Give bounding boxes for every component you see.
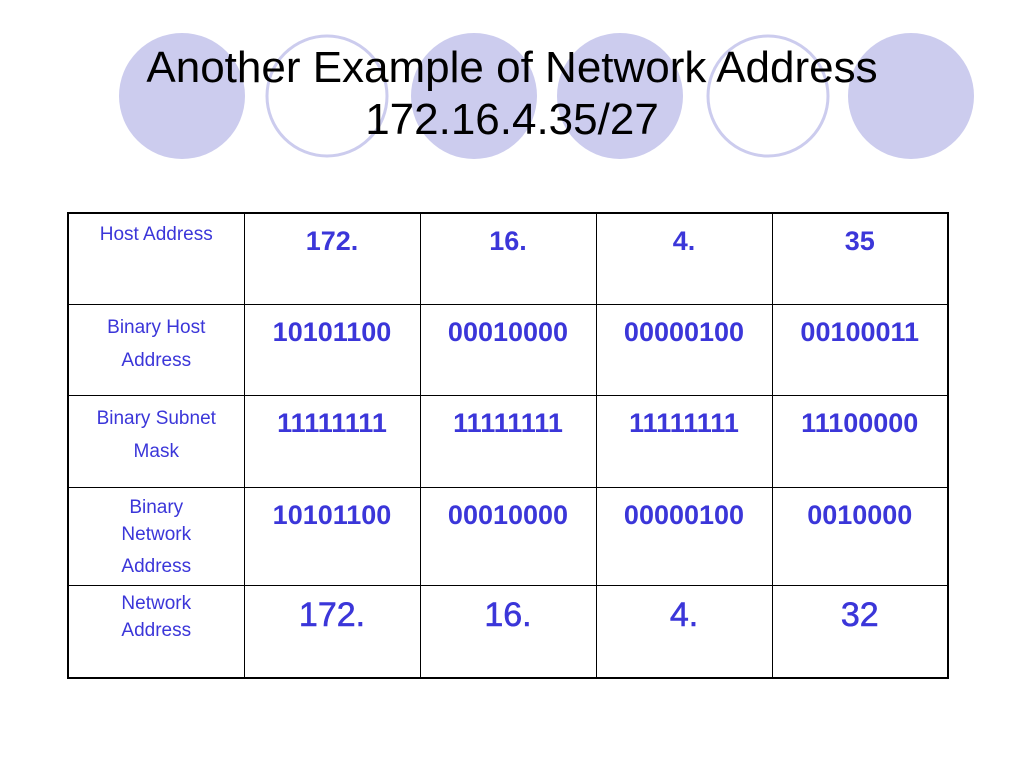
row-label: Binary Network Address bbox=[69, 488, 244, 585]
decor-circle-outline-1 bbox=[265, 34, 389, 158]
table-row-network-address: Network Address 172. 16. 4. 32 bbox=[67, 585, 949, 679]
octet-cell: 16. bbox=[419, 212, 597, 305]
decor-circle-filled-3 bbox=[557, 33, 683, 159]
octet-value: 4. bbox=[672, 226, 696, 256]
octet-cell: 11111111 bbox=[595, 395, 773, 488]
octet-cell: 4. bbox=[595, 212, 773, 305]
octet-value: 00000100 bbox=[623, 317, 745, 347]
octet-value: 11100000 bbox=[801, 408, 919, 438]
table-row-binary-host-address: Binary Host Address 10101100 00010000 00… bbox=[67, 304, 949, 396]
octet-value: 00100011 bbox=[800, 317, 920, 347]
table-row-binary-subnet-mask: Binary Subnet Mask 11111111 11111111 111… bbox=[67, 395, 949, 488]
row-label-cell: Host Address bbox=[67, 212, 245, 305]
decor-circle-filled-1 bbox=[119, 33, 245, 159]
octet-value: 172. bbox=[298, 596, 366, 635]
row-label: Binary Host Address bbox=[69, 305, 244, 377]
octet-value: 10101100 bbox=[272, 500, 392, 530]
octet-cell: 172. bbox=[243, 585, 421, 679]
octet-value: 32 bbox=[840, 596, 879, 635]
row-label-line: Network bbox=[121, 593, 192, 614]
octet-cell: 0010000 bbox=[771, 487, 949, 586]
octet-value: 4. bbox=[669, 596, 699, 635]
octet-cell: 4. bbox=[595, 585, 773, 679]
slide-title-line-2: 172.16.4.35/27 bbox=[365, 95, 659, 144]
row-label: Network Address bbox=[69, 586, 244, 644]
octet-value: 00000100 bbox=[623, 500, 745, 530]
slide-title: Another Example of Network Address 172.1… bbox=[60, 42, 964, 146]
octet-cell: 35 bbox=[771, 212, 949, 305]
row-label-cell: Network Address bbox=[67, 585, 245, 679]
octet-cell: 10101100 bbox=[243, 487, 421, 586]
octet-cell: 11111111 bbox=[243, 395, 421, 488]
octet-cell: 00010000 bbox=[419, 487, 597, 586]
octet-value: 10101100 bbox=[272, 317, 392, 347]
row-label-line: Address bbox=[121, 350, 192, 371]
slide-title-line-1: Another Example of Network Address bbox=[146, 43, 878, 92]
row-label-line: Address bbox=[121, 556, 192, 577]
row-label-cell: Binary Subnet Mask bbox=[67, 395, 245, 488]
decor-circle-filled-2 bbox=[411, 33, 537, 159]
row-label-line: Binary Subnet bbox=[96, 408, 216, 429]
row-label-line: Network bbox=[121, 524, 192, 545]
row-label-cell: Binary Network Address bbox=[67, 487, 245, 586]
row-label-line: Address bbox=[121, 620, 192, 641]
octet-cell: 00100011 bbox=[771, 304, 949, 396]
octet-cell: 11111111 bbox=[419, 395, 597, 488]
row-label-line: Mask bbox=[133, 441, 179, 462]
row-label-line: Binary bbox=[129, 497, 184, 518]
octet-cell: 172. bbox=[243, 212, 421, 305]
octet-value: 35 bbox=[844, 226, 875, 256]
row-label-cell: Binary Host Address bbox=[67, 304, 245, 396]
octet-cell: 00000100 bbox=[595, 487, 773, 586]
octet-cell: 10101100 bbox=[243, 304, 421, 396]
octet-value: 11111111 bbox=[277, 408, 387, 438]
octet-value: 16. bbox=[484, 596, 532, 635]
octet-cell: 16. bbox=[419, 585, 597, 679]
network-address-table: Host Address 172. 16. 4. 35 Binary Host … bbox=[67, 212, 949, 679]
octet-value: 00010000 bbox=[447, 500, 569, 530]
octet-cell: 32 bbox=[771, 585, 949, 679]
table-row-binary-network-address: Binary Network Address 10101100 00010000… bbox=[67, 487, 949, 586]
octet-value: 11111111 bbox=[629, 408, 739, 438]
row-label-line: Binary Host bbox=[107, 317, 206, 338]
octet-cell: 00010000 bbox=[419, 304, 597, 396]
octet-cell: 11100000 bbox=[771, 395, 949, 488]
octet-value: 00010000 bbox=[447, 317, 569, 347]
octet-value: 16. bbox=[489, 226, 527, 256]
row-label: Host Address bbox=[99, 224, 213, 245]
decor-circle-filled-4 bbox=[848, 33, 974, 159]
table-row-host-address: Host Address 172. 16. 4. 35 bbox=[67, 212, 949, 305]
octet-value: 11111111 bbox=[453, 408, 563, 438]
row-label: Binary Subnet Mask bbox=[69, 396, 244, 468]
octet-cell: 00000100 bbox=[595, 304, 773, 396]
octet-value: 172. bbox=[305, 226, 359, 256]
octet-value: 0010000 bbox=[807, 500, 913, 530]
decor-circle-outline-2 bbox=[706, 34, 830, 158]
